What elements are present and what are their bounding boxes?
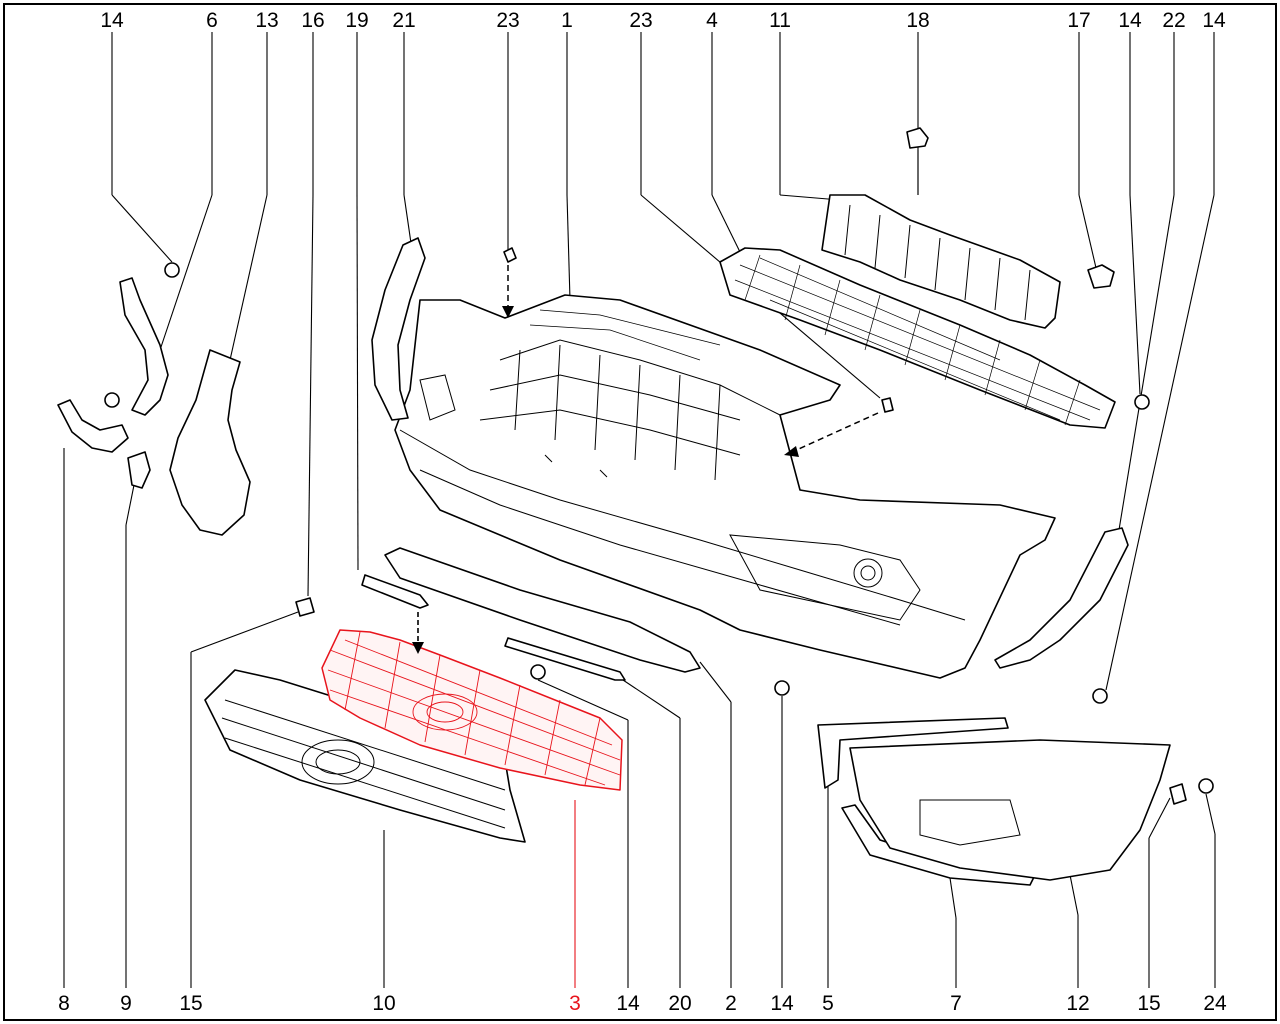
callout-label: 9 bbox=[120, 992, 132, 1015]
leader-line bbox=[711, 194, 741, 253]
callout-label: 8 bbox=[58, 992, 70, 1015]
part-clip-17 bbox=[1087, 264, 1115, 289]
callout-label: 21 bbox=[392, 9, 415, 32]
part-screw-14 bbox=[530, 664, 546, 680]
part-clip-18 bbox=[906, 127, 929, 149]
part-screw-14 bbox=[1134, 394, 1150, 410]
part-screw-14 bbox=[1092, 688, 1108, 704]
part-bracket-9 bbox=[127, 451, 151, 489]
leader-line bbox=[949, 877, 957, 919]
part-screw-24 bbox=[1198, 778, 1214, 794]
callout-label: 14 bbox=[100, 9, 124, 32]
leader-line bbox=[1069, 874, 1079, 916]
callout-label: 23 bbox=[629, 9, 652, 32]
callout-label: 13 bbox=[255, 9, 278, 32]
callout-label: 22 bbox=[1162, 9, 1185, 32]
callout-label: 3 bbox=[569, 992, 581, 1015]
assembly-arrow bbox=[791, 412, 879, 453]
callout-label: 16 bbox=[301, 9, 324, 32]
part-bumper-cover bbox=[394, 294, 1056, 679]
part-bumper-bracket bbox=[821, 194, 1061, 329]
part-upper-grille bbox=[204, 669, 526, 843]
arrow-head bbox=[502, 306, 514, 318]
leader-line bbox=[537, 679, 629, 721]
callout-label: 10 bbox=[372, 992, 395, 1015]
callout-label: 19 bbox=[345, 9, 368, 32]
part-screw-14 bbox=[104, 392, 120, 408]
part-grille-mesh-3 bbox=[321, 629, 623, 791]
callout-label: 14 bbox=[1202, 9, 1226, 32]
part-fog-panel-12 bbox=[849, 739, 1171, 881]
callout-label: 23 bbox=[496, 9, 519, 32]
part-fog-trim-5 bbox=[817, 717, 1009, 789]
callout-label: 4 bbox=[706, 9, 718, 32]
leader-line bbox=[566, 194, 571, 301]
arrow-head bbox=[784, 446, 799, 457]
callout-label: 7 bbox=[950, 992, 962, 1015]
part-group-parts bbox=[57, 127, 1214, 886]
callout-label: 17 bbox=[1067, 9, 1090, 32]
leader-line bbox=[356, 194, 359, 571]
part-clip-16 bbox=[295, 597, 315, 617]
leader-line bbox=[159, 194, 213, 351]
part-side-bracket-21 bbox=[371, 237, 426, 421]
part-clip-15 bbox=[1169, 783, 1187, 805]
callout-label: 18 bbox=[906, 9, 929, 32]
part-strip-2 bbox=[384, 547, 701, 673]
leader-line bbox=[190, 611, 299, 653]
callout-label: 14 bbox=[1118, 9, 1142, 32]
leader-line bbox=[619, 677, 681, 719]
part-screw-14 bbox=[774, 680, 790, 696]
callout-label: 14 bbox=[616, 992, 640, 1015]
leader-line bbox=[1117, 194, 1175, 537]
leader-lines bbox=[63, 32, 1216, 988]
diagram-frame bbox=[3, 3, 1277, 1021]
callout-label: 15 bbox=[1137, 992, 1160, 1015]
leader-line bbox=[1129, 194, 1141, 395]
callout-label: 2 bbox=[725, 992, 737, 1015]
part-lower-grille bbox=[719, 247, 1116, 429]
callout-label: 6 bbox=[206, 9, 218, 32]
callout-label: 11 bbox=[769, 9, 791, 32]
leader-line bbox=[1205, 793, 1216, 835]
callout-label: 14 bbox=[770, 992, 794, 1015]
leader-line bbox=[699, 661, 732, 703]
part-strip-20 bbox=[504, 637, 626, 681]
part-strip-19 bbox=[361, 574, 429, 609]
leader-line bbox=[125, 484, 135, 526]
callout-label: 24 bbox=[1203, 992, 1227, 1015]
arrow-head bbox=[412, 642, 424, 654]
leader-line bbox=[111, 194, 173, 263]
callout-label: 1 bbox=[561, 9, 573, 32]
callout-label: 12 bbox=[1066, 992, 1089, 1015]
callout-label: 15 bbox=[179, 992, 202, 1015]
assembly-arrows bbox=[412, 265, 879, 654]
part-clip-23 bbox=[503, 247, 517, 263]
leader-line bbox=[307, 194, 314, 597]
callout-labels: 14 6 13 16 19 21 23 1 23 4 11 18 17 14 22 14 8 9 15 10 3 14 20… bbox=[58, 9, 1227, 1015]
leader-line bbox=[1105, 194, 1215, 691]
part-clip-23 bbox=[881, 397, 894, 413]
part-bracket-8 bbox=[57, 399, 129, 453]
part-bracket-6 bbox=[119, 277, 169, 416]
part-bracket-22 bbox=[994, 527, 1129, 669]
leader-line bbox=[229, 194, 268, 361]
leader-line bbox=[1148, 797, 1171, 839]
part-bracket-13 bbox=[169, 349, 251, 536]
part-screw-14 bbox=[164, 262, 180, 278]
callout-label: 5 bbox=[822, 992, 834, 1015]
callout-label: 20 bbox=[668, 992, 691, 1015]
